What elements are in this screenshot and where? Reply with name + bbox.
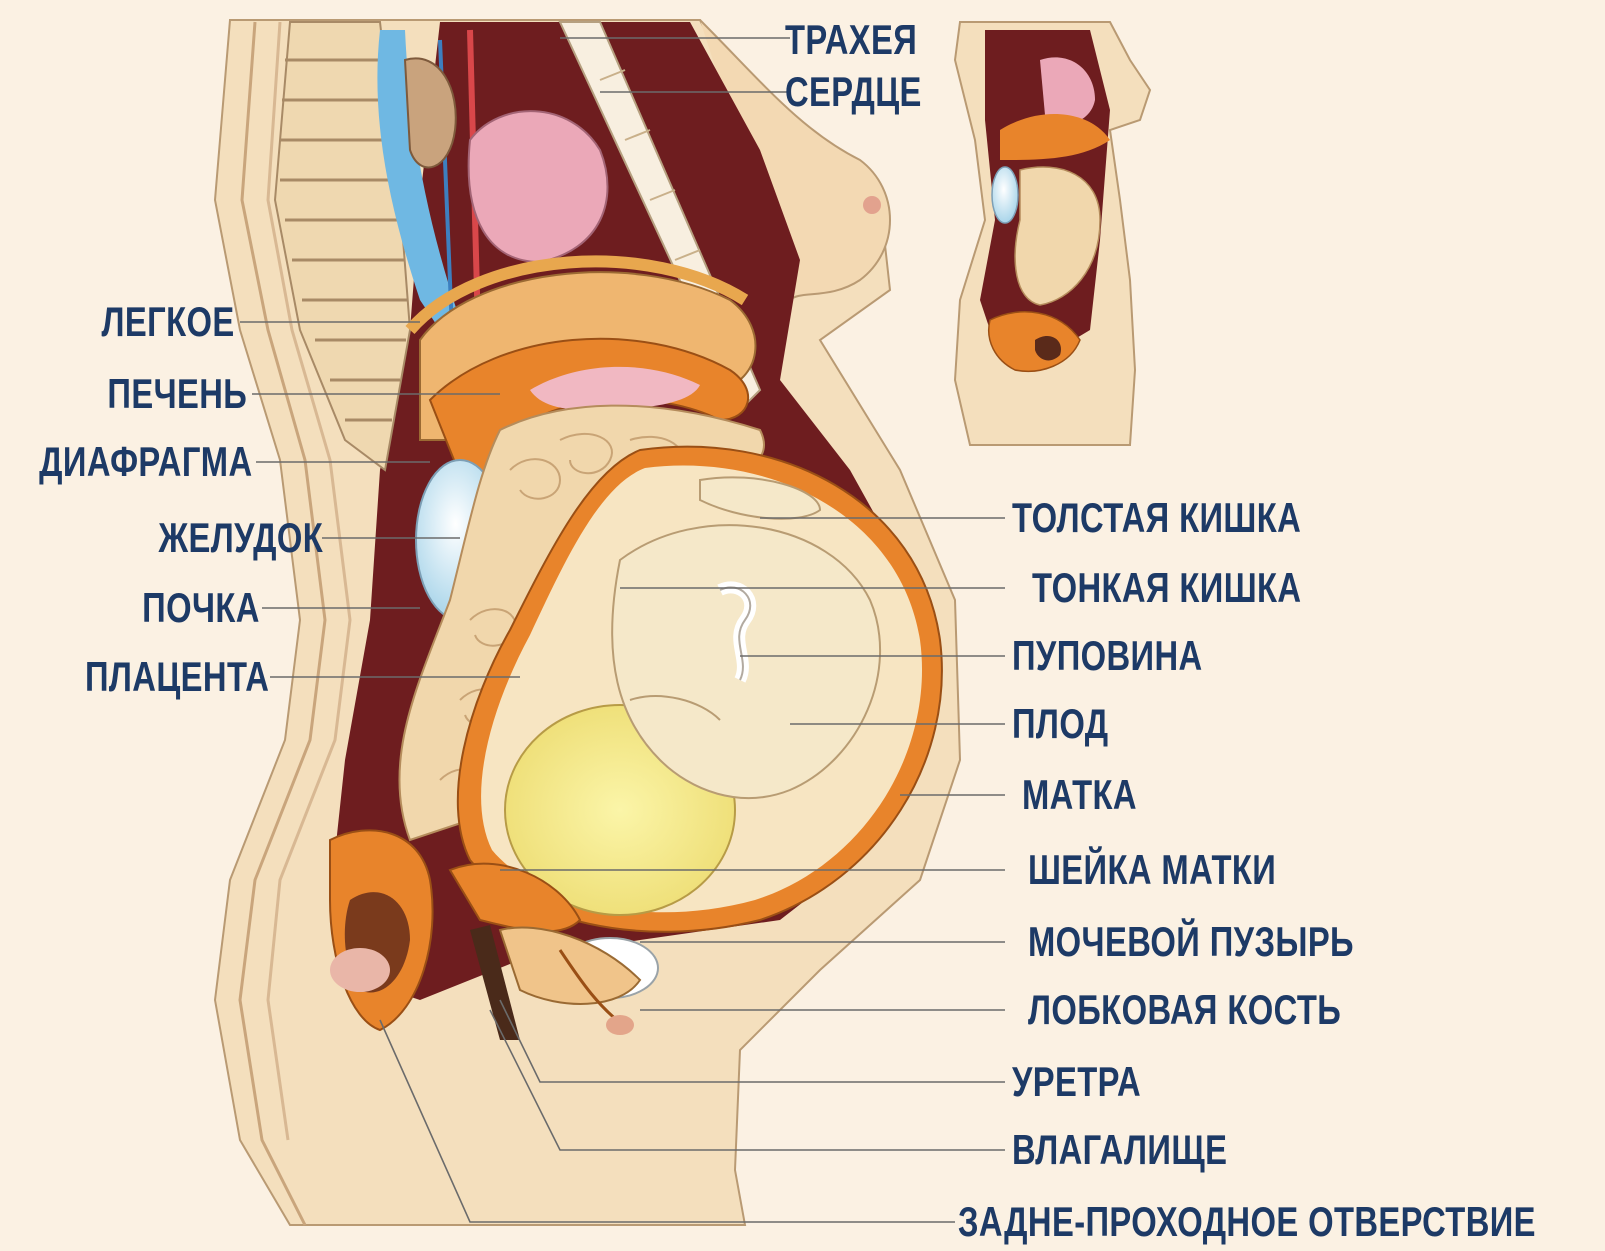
label-cervix: ШЕЙКА МАТКИ [1028, 848, 1276, 892]
label-fetus: ПЛОД [1012, 702, 1108, 746]
label-placenta: ПЛАЦЕНТА [85, 655, 269, 699]
label-stomach: ЖЕЛУДОК [158, 516, 323, 560]
label-umbilical-cord: ПУПОВИНА [1012, 634, 1203, 678]
label-diaphragm: ДИАФРАГМА [40, 440, 253, 484]
label-bladder: МОЧЕВОЙ ПУЗЫРЬ [1028, 920, 1354, 964]
label-anus: ЗАДНЕ-ПРОХОДНОЕ ОТВЕРСТВИЕ [958, 1200, 1536, 1244]
inset-body-figure [940, 20, 1150, 450]
label-trachea: ТРАХЕЯ [785, 18, 917, 62]
label-heart: СЕРДЦЕ [785, 70, 922, 114]
label-small-intestine: ТОНКАЯ КИШКА [1032, 566, 1301, 610]
label-lung: ЛЕГКОЕ [102, 300, 235, 344]
label-uterus: МАТКА [1022, 773, 1137, 817]
label-urethra: УРЕТРА [1012, 1060, 1141, 1104]
main-body [215, 20, 960, 1225]
label-liver: ПЕЧЕНЬ [107, 372, 247, 416]
label-vagina: ВЛАГАЛИЩЕ [1012, 1128, 1227, 1172]
label-large-intestine: ТОЛСТАЯ КИШКА [1012, 496, 1301, 540]
label-kidney: ПОЧКА [142, 586, 260, 630]
label-pubic-bone: ЛОБКОВАЯ КОСТЬ [1028, 988, 1341, 1032]
heart [469, 111, 608, 262]
